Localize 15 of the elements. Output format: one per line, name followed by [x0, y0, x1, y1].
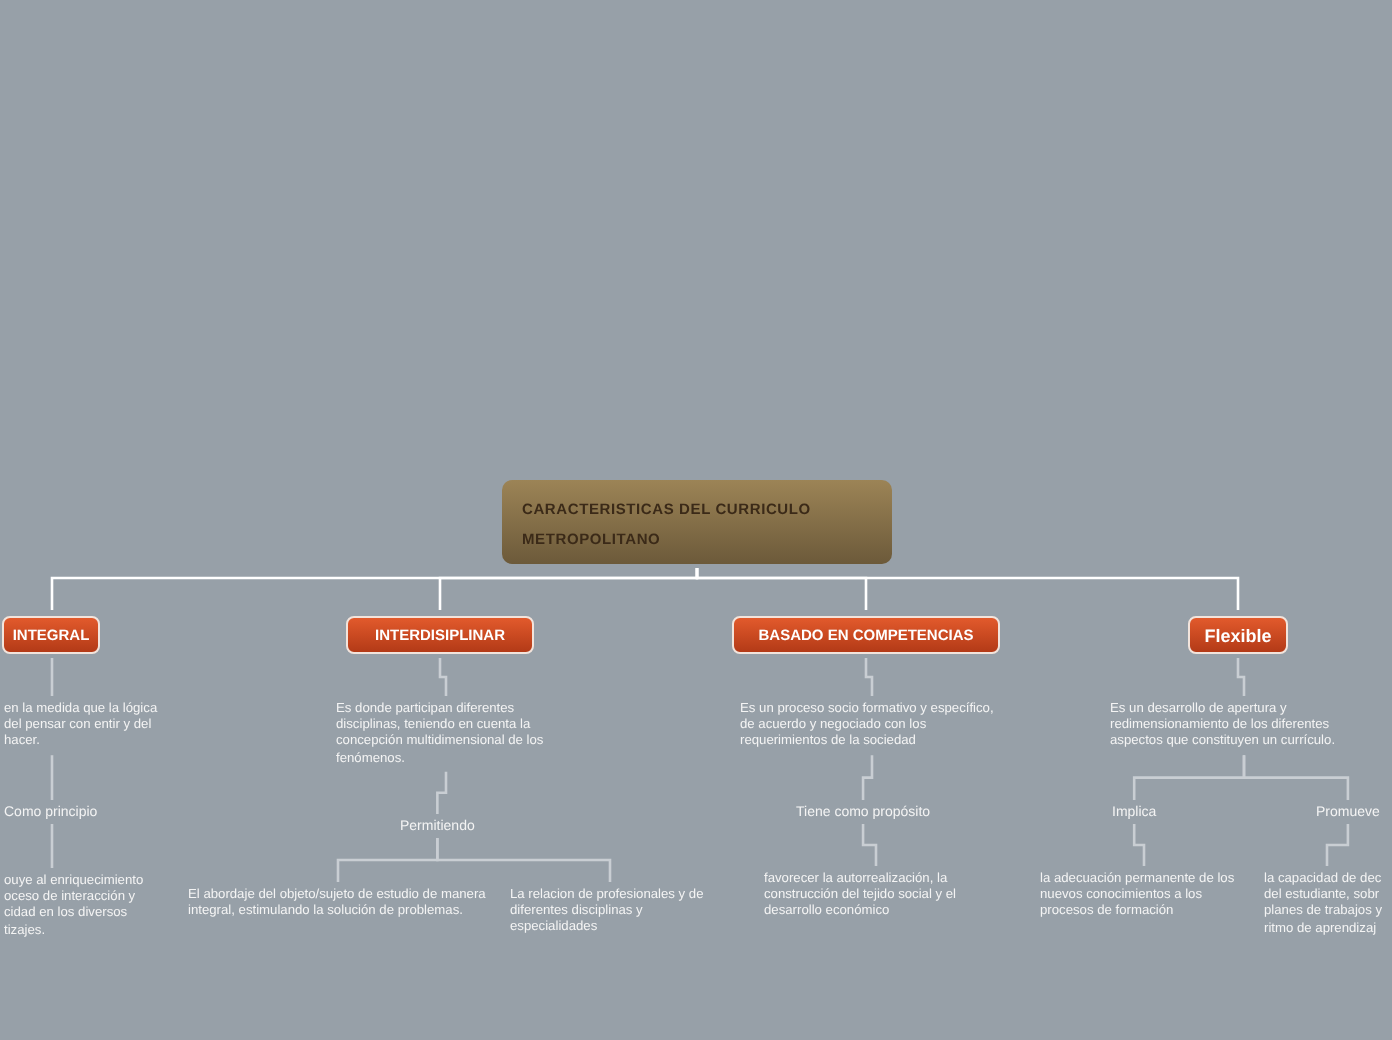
connector-line [50, 658, 54, 696]
connector-line [695, 568, 1240, 610]
connector-line [50, 755, 54, 800]
connector-line [1242, 755, 1350, 800]
connector-line [1132, 824, 1146, 866]
connector-line [436, 771, 448, 814]
connector-line [1325, 824, 1350, 866]
connector-line [438, 658, 448, 696]
connector-line [861, 755, 874, 800]
connector-line [861, 824, 878, 866]
connector-line [436, 838, 612, 882]
connector-line [50, 824, 54, 868]
connector-line [864, 658, 874, 696]
connector-line [1236, 658, 1246, 696]
topic-box: Flexible [1188, 616, 1288, 654]
